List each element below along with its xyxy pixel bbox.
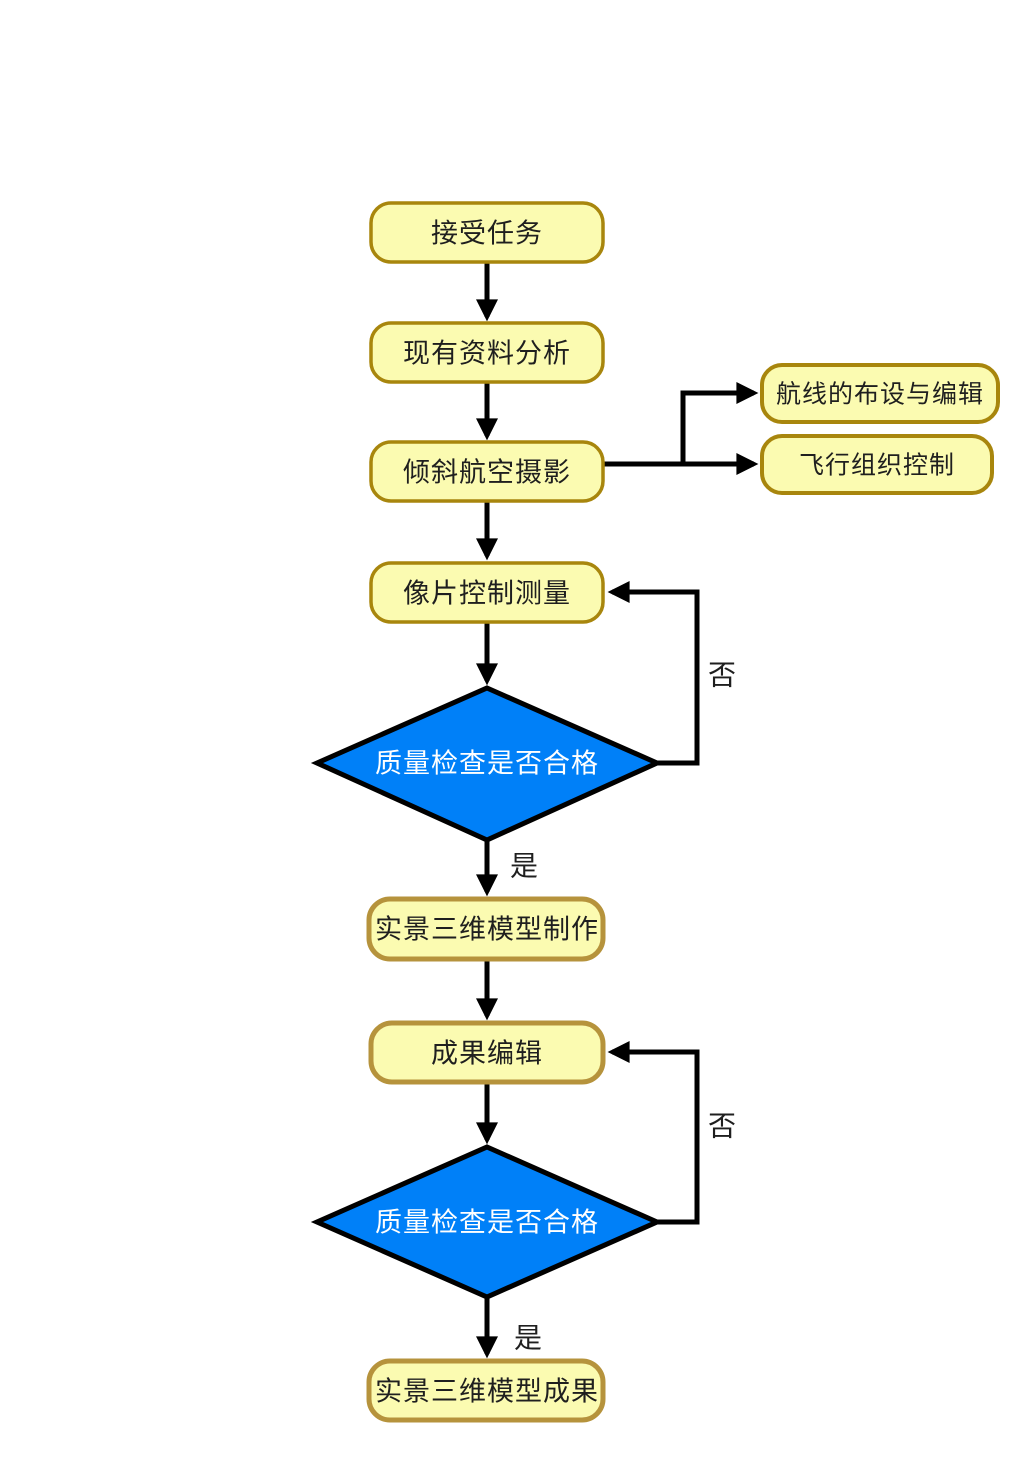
arrow-check2-no-loop	[607, 1040, 700, 1225]
node-oblique-photography-label: 倾斜航空摄影	[403, 458, 571, 489]
edge-label-yes-1: 是	[510, 850, 538, 883]
node-flight-control: 飞行组织控制	[760, 434, 994, 495]
node-accept-task: 接受任务	[369, 201, 605, 264]
decision-diamond	[310, 685, 664, 843]
node-quality-check-1-label: 质量检查是否合格	[375, 749, 599, 780]
decision-diamond	[310, 1144, 664, 1300]
node-route-layout: 航线的布设与编辑	[760, 363, 1000, 424]
node-model-result: 实景三维模型成果	[366, 1358, 606, 1423]
process-box	[368, 1020, 606, 1085]
process-box	[760, 434, 994, 495]
node-model-result-label: 实景三维模型成果	[375, 1377, 599, 1408]
process-box	[369, 440, 605, 503]
node-route-layout-label: 航线的布设与编辑	[776, 380, 984, 409]
arrow-photography-to-route-layout	[680, 381, 759, 464]
node-model-production-label: 实景三维模型制作	[375, 915, 599, 946]
node-quality-check-2: 质量检查是否合格	[310, 1144, 664, 1300]
node-flight-control-label: 飞行组织控制	[799, 451, 955, 480]
node-oblique-photography: 倾斜航空摄影	[369, 440, 605, 503]
node-quality-check-2-label: 质量检查是否合格	[375, 1208, 599, 1239]
node-photo-control-survey: 像片控制测量	[369, 561, 605, 624]
node-quality-check-1: 质量检查是否合格	[310, 685, 664, 843]
process-box	[369, 561, 605, 624]
process-box	[760, 363, 1000, 424]
process-box	[369, 321, 605, 384]
process-box	[366, 896, 606, 962]
process-box	[369, 201, 605, 264]
node-data-analysis: 现有资料分析	[369, 321, 605, 384]
node-result-editing-label: 成果编辑	[431, 1039, 543, 1070]
node-photo-control-survey-label: 像片控制测量	[403, 579, 571, 610]
node-model-production: 实景三维模型制作	[366, 896, 606, 962]
edge-label-no-1: 否	[708, 659, 736, 692]
node-data-analysis-label: 现有资料分析	[403, 339, 571, 370]
node-result-editing: 成果编辑	[368, 1020, 606, 1085]
edge-label-yes-2: 是	[514, 1322, 542, 1355]
edge-label-no-2: 否	[708, 1110, 736, 1143]
arrow-check1-no-loop	[607, 580, 700, 766]
node-accept-task-label: 接受任务	[431, 219, 543, 250]
process-box	[366, 1358, 606, 1423]
